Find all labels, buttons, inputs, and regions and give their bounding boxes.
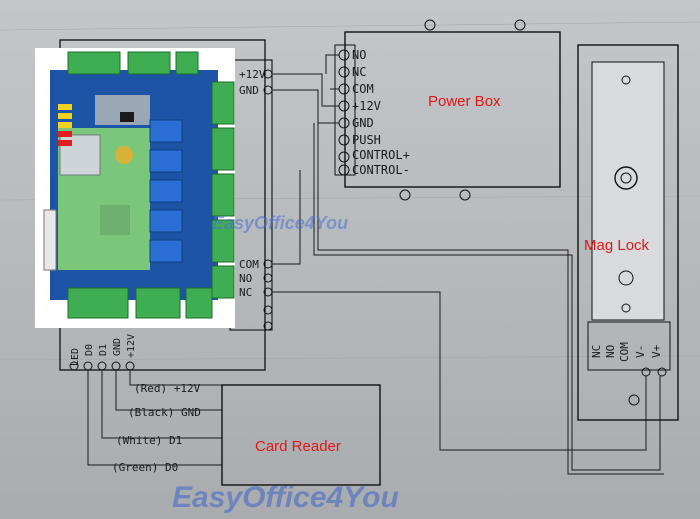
- ctrl-term-led: LED: [70, 348, 81, 366]
- lock-screw-icon: [614, 166, 638, 190]
- pb-term-control-minus: CONTROL-: [352, 163, 410, 177]
- wire-green-d0: (Green) D0: [112, 461, 178, 474]
- mag-lock-outline: [577, 44, 679, 421]
- card-reader: Card Reader: [221, 384, 381, 486]
- pb-term-no: NO: [352, 48, 366, 62]
- wire-black-gnd: (Black) GND: [128, 406, 201, 419]
- power-box-outline: [344, 31, 561, 188]
- terminal-blocks-bottom: [67, 287, 213, 319]
- watermark-bottom: EasyOffice4You: [172, 481, 399, 514]
- ctrl-term-12v: +12V: [239, 68, 266, 81]
- ctrl-term-gnd-bottom: GND: [112, 338, 123, 356]
- ctrl-term-com: COM: [239, 258, 259, 271]
- reader-wires: (Red) +12V (Black) GND (White) D1 (Green…: [112, 382, 201, 474]
- ctrl-term-d1: D1: [98, 344, 109, 356]
- power-box-label: Power Box: [428, 93, 501, 110]
- controller-bottom-terminals: LED D0 D1 GND +12V: [69, 334, 137, 371]
- ctrl-term-no: NO: [239, 272, 252, 285]
- ml-term-no: NO: [604, 345, 617, 358]
- capacitor-icon: [115, 146, 133, 164]
- pb-term-push: PUSH: [352, 133, 381, 147]
- pb-term-com: COM: [352, 82, 374, 96]
- controller-right-terminals: +12V GND COM NO NC: [239, 68, 273, 331]
- power-box: Power Box: [334, 19, 561, 201]
- mag-lock-label: Mag Lock: [584, 237, 650, 254]
- ctrl-term-gnd: GND: [239, 84, 259, 97]
- ml-term-com: COM: [618, 342, 631, 362]
- pb-term-nc: NC: [352, 65, 366, 79]
- controller-board: [35, 39, 273, 371]
- ctrl-term-nc: NC: [239, 286, 252, 299]
- pb-term-gnd: GND: [352, 116, 374, 130]
- wire-red-12v: (Red) +12V: [134, 382, 201, 395]
- mag-lock-plate: [591, 61, 665, 321]
- terminal-blocks-right: [211, 81, 235, 299]
- status-leds: [58, 104, 72, 146]
- ctrl-term-d0: D0: [84, 344, 95, 356]
- terminal-blocks-top: [67, 51, 199, 75]
- ctrl-term-12v-bottom: +12V: [126, 334, 137, 358]
- power-box-terminals: NO NC COM +12V GND PUSH CONTROL+ CONTROL…: [338, 48, 410, 177]
- lock-hole-icon: [618, 270, 634, 286]
- relays: [149, 119, 183, 263]
- ml-term-v-minus: V-: [634, 345, 647, 358]
- mag-lock: Mag Lock: [577, 44, 679, 421]
- pb-term-control-plus: CONTROL+: [352, 148, 410, 162]
- ml-term-nc: NC: [590, 345, 603, 358]
- ml-term-v-plus: V+: [650, 344, 663, 358]
- watermark-center: EasyOffice4You: [212, 213, 348, 233]
- mag-lock-terminals: NC NO COM V- V+: [590, 342, 667, 377]
- wires: [87, 54, 664, 475]
- pb-term-12v: +12V: [352, 99, 381, 113]
- card-reader-outline: [221, 384, 381, 486]
- wire-white-d1: (White) D1: [116, 434, 182, 447]
- card-reader-label: Card Reader: [255, 438, 341, 455]
